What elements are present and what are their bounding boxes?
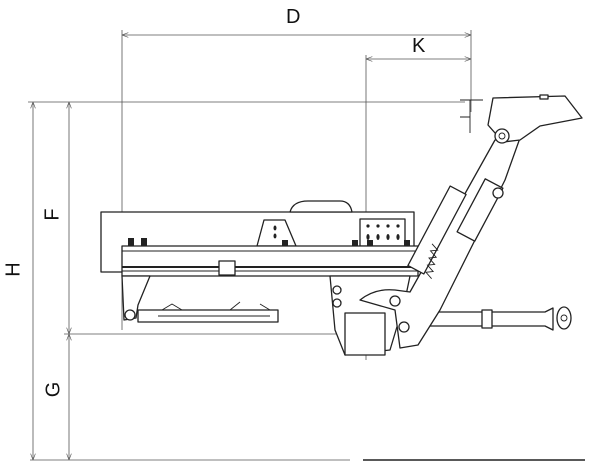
left-skid — [121, 275, 151, 321]
top-pivot-center — [498, 132, 506, 140]
pivot-pin — [398, 321, 410, 333]
bolt — [332, 298, 342, 308]
label-d: D — [286, 6, 301, 28]
three-point-hitch-head — [487, 95, 583, 143]
skid-pin — [124, 309, 136, 321]
top-link-pin — [460, 99, 483, 133]
gearbox-box — [344, 312, 386, 356]
ball-joint-wheel — [556, 306, 572, 330]
rotor-beam — [121, 245, 419, 277]
bolt — [332, 285, 342, 295]
handle — [289, 200, 353, 213]
pivot-pin — [492, 187, 504, 199]
label-g: G — [42, 381, 65, 398]
spring-cylinder — [407, 185, 467, 275]
arm-clamp — [481, 309, 493, 329]
pivot-pin — [389, 295, 401, 307]
beam-latch — [218, 260, 236, 276]
top-pivot — [494, 128, 510, 144]
bolt-plate — [359, 218, 406, 247]
label-k: K — [412, 35, 426, 57]
cylinder-fittings — [161, 301, 271, 311]
lift-cylinder — [456, 178, 504, 242]
head-tab — [539, 94, 549, 100]
spring — [425, 243, 439, 279]
joint-center — [560, 314, 568, 322]
label-f: F — [41, 208, 64, 221]
label-h: H — [2, 262, 25, 277]
dimension-lines — [28, 30, 585, 461]
flail-mower — [100, 94, 583, 356]
